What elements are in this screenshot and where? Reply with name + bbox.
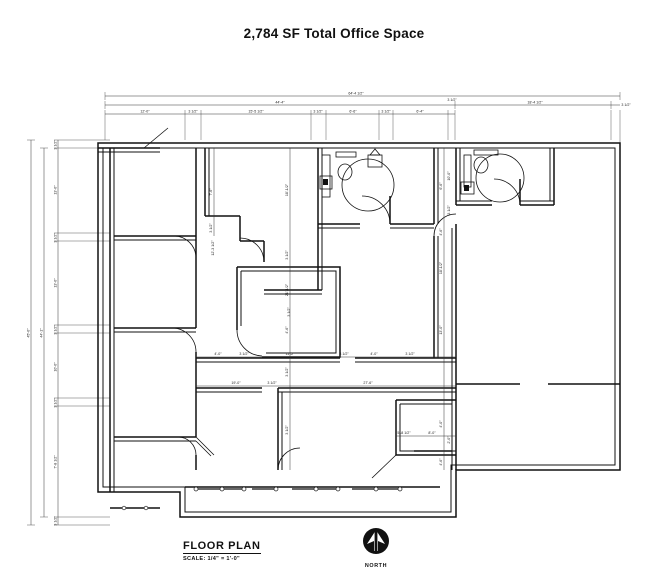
interior-dimension-labels: 7'-6" 3 1/2" 18'-1/2" 3 1/2" 4'-6" 3 1/2… [196, 148, 456, 470]
dim-left-c1: 13'-0" [54, 185, 58, 195]
counter-icon [473, 149, 499, 156]
dim-int-19: 3 1/2" [285, 425, 289, 435]
dim-int-21: 8'-0" [428, 431, 436, 435]
left-dimension-strings: 45'-0" 44'-1" 3 1/2" 13'-0" [27, 139, 110, 526]
mullion-markers [193, 486, 403, 492]
dim-top-second: 44'-4" [275, 101, 285, 105]
dim-left-c4: 3 1/2" [54, 325, 58, 335]
dim-int-6: 21'-1/2" [285, 283, 289, 296]
door-swings [143, 127, 521, 479]
dim-top-right-run: 18'-4 1/2" [527, 101, 543, 105]
dim-top-c5: 3 1/2" [381, 110, 391, 114]
north-arrow-block: NORTH [354, 527, 398, 569]
dim-int-16: 3 1/2" [267, 381, 277, 385]
dim-left-c3: 13'-0" [54, 278, 58, 288]
dim-int-1: 3 1/2" [209, 223, 213, 233]
dim-int-0: 7'-6" [209, 188, 213, 196]
dim-top-c1: 3 1/2" [188, 110, 198, 114]
dim-int-11: 3 1/2" [339, 352, 349, 356]
dim-top-overall: 64'-4 1/2" [348, 92, 364, 96]
grab-bar-icon [369, 148, 381, 156]
building-exterior-walls [97, 142, 621, 518]
dim-int-9: 3 1/2" [239, 352, 249, 356]
dim-int-18: 12'-3 1/2" [211, 240, 215, 256]
dim-left-c8: 3 1/2" [54, 516, 58, 526]
dim-top-c2: 15'-5 1/2" [248, 110, 264, 114]
dim-int-15: 19'-0" [231, 381, 241, 385]
top-chain-ticks [104, 110, 621, 145]
dim-left-c0: 3 1/2" [54, 140, 58, 150]
north-label: NORTH [364, 563, 388, 569]
dim-top-c4: 6'-6" [349, 110, 357, 114]
lavatory-icon [337, 163, 353, 181]
dim-left-overall: 45'-0" [27, 328, 31, 338]
dim-top-c3: 3 1/2" [313, 110, 323, 114]
storefront-glazing [110, 486, 440, 511]
dim-int-4: 4'-6" [285, 326, 289, 334]
dim-top-c6: 6'-4" [416, 110, 424, 114]
restroom-right-fixtures [460, 149, 525, 203]
dim-int-7: 3 1/2" [287, 307, 291, 317]
dim-top-right-end: 3 1/2" [621, 103, 631, 107]
lavatory-icon [473, 156, 489, 174]
north-arrow-icon [363, 528, 389, 554]
floor-plan-label-block: FLOOR PLAN SCALE: 1/4" = 1'-0" [183, 536, 261, 562]
dim-left-c5: 10'-0" [54, 362, 58, 372]
dim-int-17: 27'-6" [363, 381, 373, 385]
page-title: 2,784 SF Total Office Space [243, 26, 425, 41]
left-chain-ticks [54, 139, 110, 526]
toilet-icon [460, 181, 475, 195]
sheet-title: FLOOR PLAN [183, 540, 261, 554]
dim-int-24: 10'-0" [447, 171, 451, 181]
dim-int-28: 18'-1/2" [439, 261, 443, 274]
wall-openings [414, 383, 620, 452]
dim-int-22: 4'-0" [439, 420, 443, 428]
dim-int-29: 4'-6" [439, 458, 443, 466]
interior-partitions [98, 147, 555, 492]
accessible-clearance-circle [475, 153, 525, 203]
restroom-left-fixtures [319, 148, 395, 212]
dim-int-20: 5'-8 1/2" [397, 431, 411, 435]
toilet-icon [319, 175, 333, 190]
dim-int-26: 3 1/2" [447, 205, 451, 215]
dim-int-14: 13'-0" [439, 325, 443, 335]
dim-int-13: 3 1/2" [405, 352, 415, 356]
counter-icon [335, 151, 357, 158]
dim-int-5: 3 1/2" [285, 367, 289, 377]
dim-left-c6: 3 1/2" [54, 398, 58, 408]
dim-top-c7: 3 1/2" [447, 98, 457, 102]
dim-int-10: 11'-2" [286, 352, 296, 356]
dim-left-second: 44'-1" [40, 328, 44, 338]
dim-left-c7: 7'-8 1/2" [54, 455, 58, 469]
dim-int-12: 4'-0" [370, 352, 378, 356]
dim-int-27: 2'-0" [447, 436, 451, 444]
dim-int-8: 4'-0" [214, 352, 222, 356]
dim-int-23: 6'-6" [439, 182, 443, 190]
dim-left-c2: 3 1/2" [54, 233, 58, 243]
dim-top-c0: 12'-0" [140, 110, 150, 114]
top-dimension-strings: 64'-4 1/2" 44'-4" 18'-4 1/2" 3 1/2" [104, 92, 631, 145]
dim-int-25: 4'-6" [439, 228, 443, 236]
dim-int-2: 18'-1/2" [285, 183, 289, 196]
scale-note: SCALE: 1/4" = 1'-0" [183, 556, 240, 562]
dim-int-3: 3 1/2" [285, 250, 289, 260]
